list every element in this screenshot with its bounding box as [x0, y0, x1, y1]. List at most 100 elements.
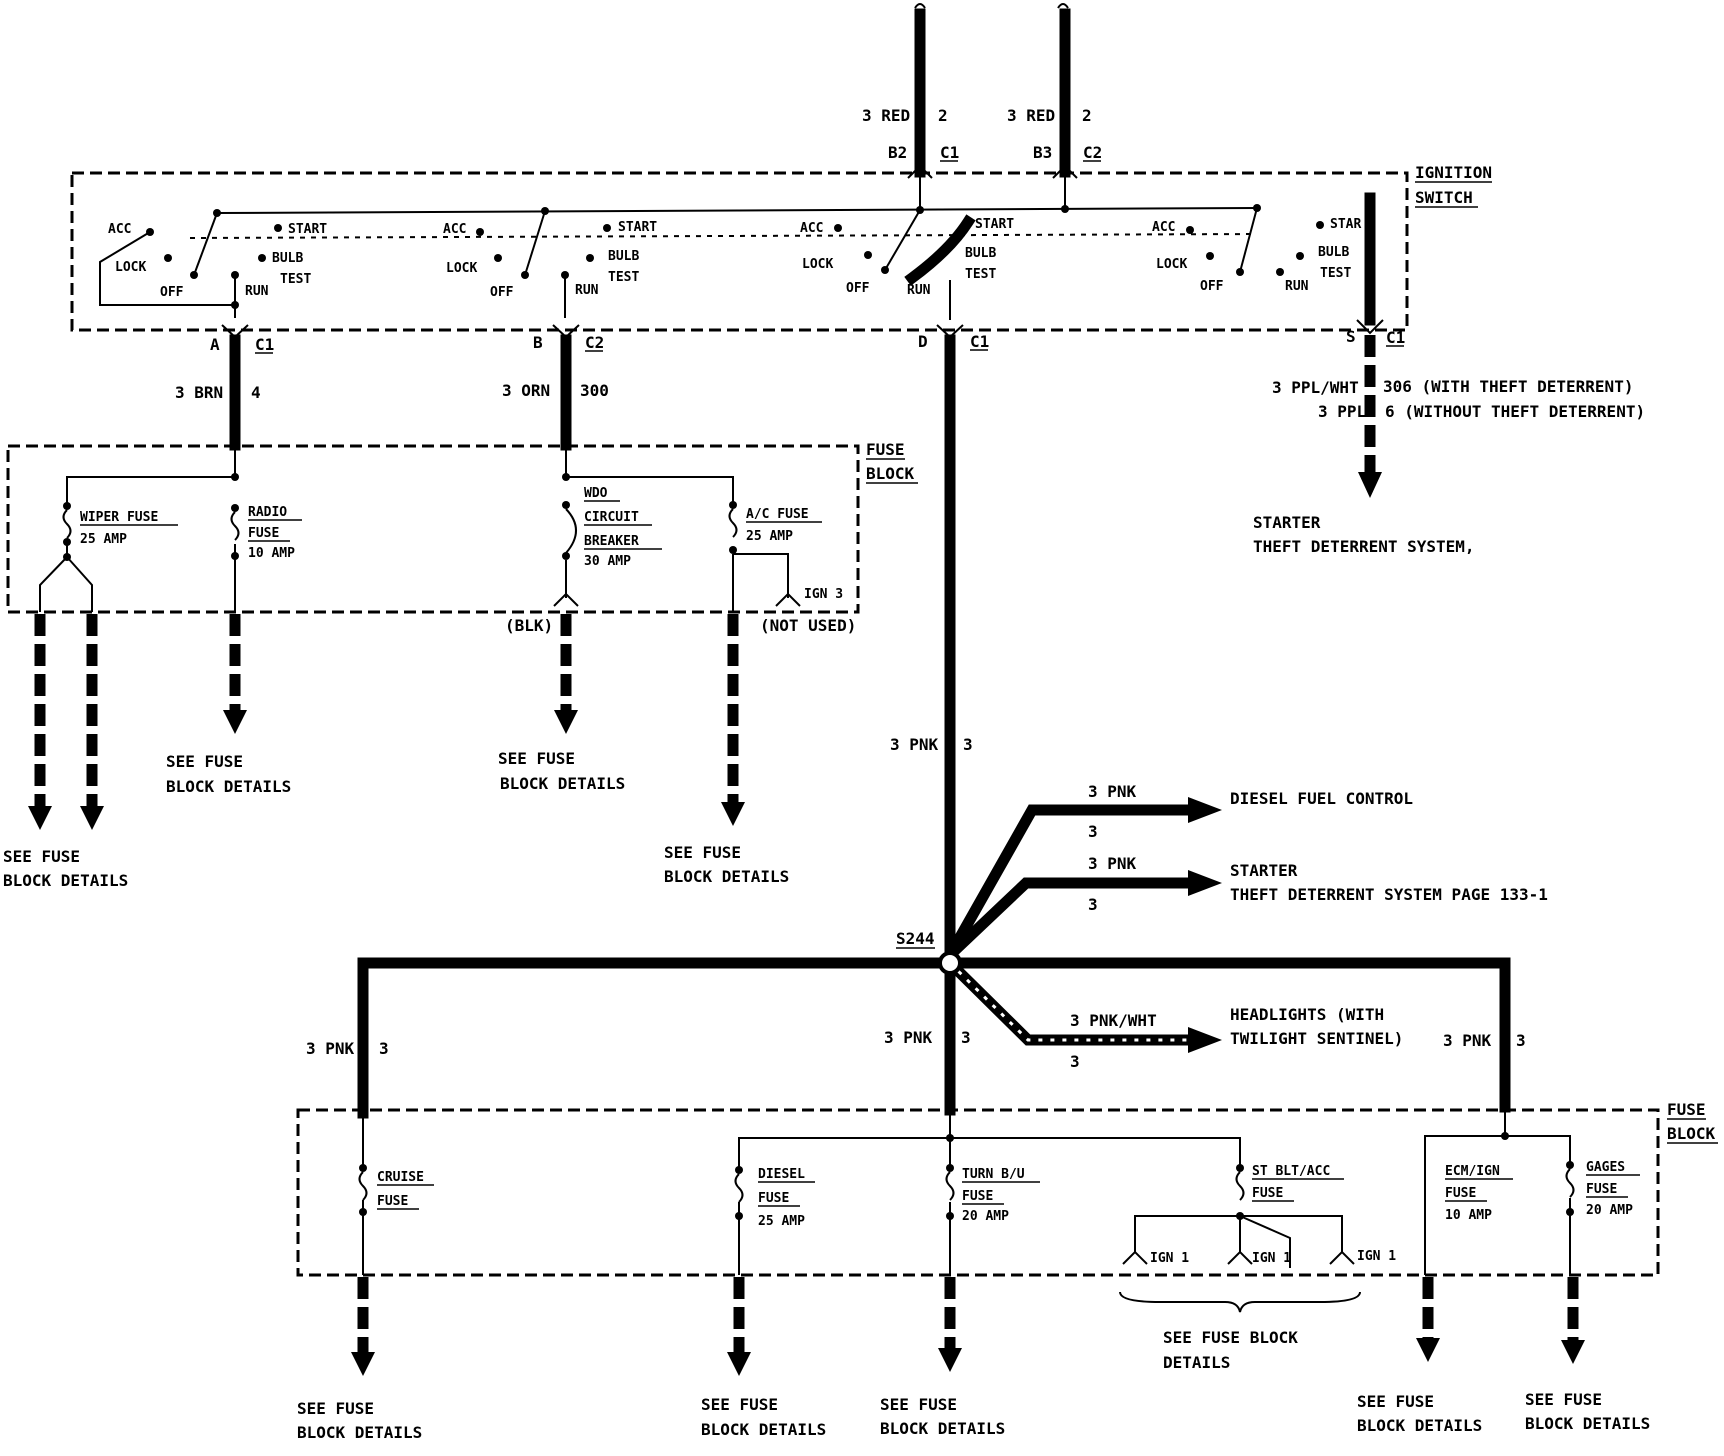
branch-diesel-circuit: 3 — [1088, 822, 1098, 841]
see-fuse-labels-bottom: SEE FUSE BLOCK DETAILS SEE FUSE BLOCK DE… — [297, 1328, 1650, 1442]
gages-fuse-rating: 20 AMP — [1586, 1203, 1633, 1218]
wdo-name1: WDO — [584, 486, 608, 501]
s2-start: START — [618, 220, 657, 235]
branch-diesel-wire: 3 PNK — [1088, 782, 1137, 801]
s2-lock: LOCK — [446, 261, 477, 276]
lower-feed-3-wire: 3 PNK — [1443, 1031, 1492, 1050]
ignition-switch-label-2: SWITCH — [1415, 188, 1473, 207]
ign1-label-2: IGN 1 — [1252, 1251, 1291, 1266]
see-fuse-2-line1: SEE FUSE — [166, 752, 243, 771]
lower-feed-2-wire: 3 PNK — [884, 1028, 933, 1047]
s3-start: START — [975, 217, 1014, 232]
ac-fuse-rating: 25 AMP — [746, 529, 793, 544]
output-d: D C1 3 PNK 3 — [890, 324, 989, 961]
output-d-connector: C1 — [970, 332, 989, 351]
s4-test: TEST — [1320, 266, 1351, 281]
see-fuse-8-line1: SEE FUSE — [1357, 1392, 1434, 1411]
see-fuse-3-line1: SEE FUSE — [498, 749, 575, 768]
s4-lock: LOCK — [1156, 257, 1187, 272]
cruise-fuse-name1: CRUISE — [377, 1170, 424, 1185]
gages-fuse-name1: GAGES — [1586, 1160, 1625, 1175]
s3-run: RUN — [907, 283, 931, 298]
s4-bulb: BULB — [1318, 245, 1349, 260]
top-input-b3-circuit: 2 — [1082, 106, 1092, 125]
ign1-label-1: IGN 1 — [1150, 1251, 1189, 1266]
switch-section-2: ACC START LOCK BULB TEST OFF RUN — [443, 210, 657, 318]
radio-fuse-name2: FUSE — [248, 526, 279, 541]
splice-label: S244 — [896, 929, 935, 948]
s2-test: TEST — [608, 270, 639, 285]
see-fuse-3-line2: BLOCK DETAILS — [500, 774, 625, 793]
fuse-block-top-label-2: BLOCK — [866, 464, 915, 483]
ign3-label: IGN 3 — [804, 587, 843, 602]
output-s-wire2: 3 PPL — [1318, 402, 1366, 421]
fuse-block-bottom-label: FUSE — [1667, 1100, 1706, 1119]
s1-run: RUN — [245, 284, 269, 299]
output-b: B C2 3 ORN 300 — [502, 324, 609, 451]
see-fuse-block-line2: DETAILS — [1163, 1353, 1230, 1372]
top-input-b3-terminal: B3 — [1033, 143, 1052, 162]
top-input-b2-connector: C1 — [940, 143, 959, 162]
output-d-terminal: D — [918, 332, 928, 351]
ecm-fuse-name2: FUSE — [1445, 1186, 1476, 1201]
branch-headlights-wire: 3 PNK/WHT — [1070, 1011, 1157, 1030]
switch-section-1: ACC START LOCK BULB TEST OFF RUN — [99, 212, 327, 318]
output-b-connector: C2 — [585, 333, 604, 352]
diesel-fuse-name2: FUSE — [758, 1191, 789, 1206]
branch-headlights-dest1: HEADLIGHTS (WITH — [1230, 1005, 1384, 1024]
s1-test: TEST — [280, 272, 311, 287]
output-a-wire: 3 BRN — [175, 383, 223, 402]
see-fuse-1-line1: SEE FUSE — [3, 847, 80, 866]
see-fuse-7-line1: SEE FUSE — [880, 1395, 957, 1414]
s1-start: START — [288, 222, 327, 237]
s3-off: OFF — [846, 281, 870, 296]
lower-feed-3-circuit: 3 — [1516, 1031, 1526, 1050]
ecm-fuse-rating: 10 AMP — [1445, 1208, 1492, 1223]
wdo-name3: BREAKER — [584, 534, 639, 549]
wdo-rating: 30 AMP — [584, 554, 631, 569]
output-b-circuit: 300 — [580, 381, 609, 400]
see-fuse-6-line1: SEE FUSE — [701, 1395, 778, 1414]
starter-top-line1: STARTER — [1253, 513, 1321, 532]
see-fuse-5-line1: SEE FUSE — [297, 1399, 374, 1418]
s1-off: OFF — [160, 285, 184, 300]
switch-section-4: ACC STAR LOCK BULB TEST OFF RUN — [1152, 207, 1361, 294]
output-s: S C1 3 PPL/WHT 306 (WITH THEFT DETERRENT… — [1253, 192, 1645, 556]
fuse-block-top: FUSE BLOCK WIPER FUSE 25 AMP RADIO FUSE … — [6, 440, 918, 635]
s1-bulb: BULB — [272, 251, 303, 266]
s4-off: OFF — [1200, 279, 1224, 294]
radio-fuse-rating: 10 AMP — [248, 546, 295, 561]
see-fuse-1-line2: BLOCK DETAILS — [3, 871, 128, 890]
ac-fuse-name: A/C FUSE — [746, 507, 809, 522]
fuse-block-bottom: FUSE BLOCK CRUISE FUSE DIESEL FUSE 25 AM… — [296, 1100, 1718, 1313]
gages-fuse-name2: FUSE — [1586, 1182, 1617, 1197]
switch-section-3: ACC START LOCK BULB TEST OFF RUN — [800, 209, 1014, 320]
output-a-terminal: A — [210, 335, 220, 354]
turn-fuse-rating: 20 AMP — [962, 1209, 1009, 1224]
starter-top-line2: THEFT DETERRENT SYSTEM, — [1253, 537, 1475, 556]
s3-acc: ACC — [800, 221, 823, 236]
lower-feed-2-circuit: 3 — [961, 1028, 971, 1047]
diesel-fuse-name1: DIESEL — [758, 1167, 805, 1182]
branch-diesel: 3 PNK 3 DIESEL FUEL CONTROL — [942, 782, 1413, 963]
s1-lock: LOCK — [115, 260, 146, 275]
top-input-b2-circuit: 2 — [938, 106, 948, 125]
top-input-b2-wire: 3 RED — [862, 106, 910, 125]
lower-feed-labels: 3 PNK 3 3 PNK 3 3 PNK 3 — [306, 1028, 1526, 1058]
radio-fuse-name1: RADIO — [248, 505, 287, 520]
see-fuse-4-line1: SEE FUSE — [664, 843, 741, 862]
top-input-b3-wire: 3 RED — [1007, 106, 1055, 125]
see-fuse-7-line2: BLOCK DETAILS — [880, 1419, 1005, 1438]
bottom-fuse-outputs — [351, 1277, 1585, 1376]
branch-starter-dest2: THEFT DETERRENT SYSTEM PAGE 133-1 — [1230, 885, 1548, 904]
cruise-fuse-name2: FUSE — [377, 1194, 408, 1209]
fuse-block-top-label: FUSE — [866, 440, 905, 459]
branch-starter-wire: 3 PNK — [1088, 854, 1137, 873]
branch-starter-circuit: 3 — [1088, 895, 1098, 914]
ignition-switch: IGNITION SWITCH ACC START LOCK BULB — [70, 163, 1492, 332]
s3-lock: LOCK — [802, 257, 833, 272]
branch-headlights: 3 PNK/WHT 3 HEADLIGHTS (WITH TWILIGHT SE… — [942, 955, 1403, 1071]
fuse-block-bottom-label-2: BLOCK — [1667, 1124, 1716, 1143]
pink-main-wire: 3 PNK — [890, 735, 939, 754]
